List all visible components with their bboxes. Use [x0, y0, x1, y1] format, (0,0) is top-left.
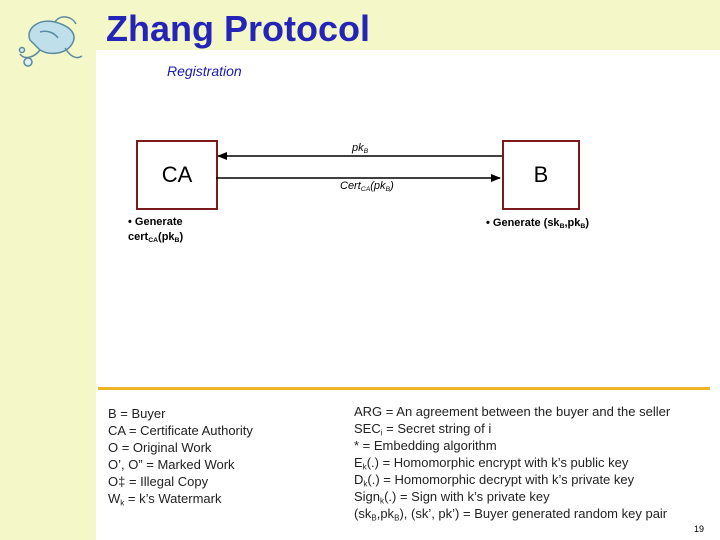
- ca-node: CA: [136, 140, 218, 210]
- legend-left-line: Wk = k’s Watermark: [108, 491, 222, 508]
- section-divider: [98, 387, 710, 390]
- ca-step-line1: • Generate: [128, 216, 183, 228]
- legend-right: ARG = An agreement between the buyer and…: [354, 403, 670, 522]
- legend-right-line: * = Embedding algorithm: [354, 438, 497, 453]
- legend-left-line: B = Buyer: [108, 406, 166, 421]
- legend-right-line: SECi = Secret string of i: [354, 421, 492, 438]
- buyer-node-label: B: [533, 162, 549, 187]
- legend-left-line: O‡ = Illegal Copy: [108, 474, 209, 489]
- pk-arrow-label: pkB: [352, 142, 369, 155]
- slide-title: Zhang Protocol: [106, 8, 370, 49]
- page-number: 19: [693, 524, 704, 534]
- legend-right-line: Ek(.) = Homomorphic encrypt with k’s pub…: [354, 455, 629, 472]
- legend-right-line: ARG = An agreement between the buyer and…: [354, 404, 671, 419]
- ca-node-label: CA: [161, 162, 193, 187]
- legend-right-line: Signk(.) = Sign with k’s private key: [354, 489, 550, 506]
- legend-right-line: (skB,pkB), (sk’, pk’) = Buyer generated …: [354, 506, 668, 523]
- legend-left-line: O’, O” = Marked Work: [108, 457, 235, 472]
- seal-logo-icon: [18, 16, 83, 67]
- ca-step-line2: certCA(pkB): [128, 231, 184, 244]
- legend-left: B = Buyer CA = Certificate Authority O =…: [108, 405, 253, 507]
- cert-arrow-label: CertCA(pkB): [340, 180, 394, 193]
- buyer-node: B: [502, 140, 580, 210]
- top-accent-band: [96, 0, 720, 50]
- legend-right-line: Dk(.) = Homomorphic decrypt with k’s pri…: [354, 472, 635, 489]
- left-accent-band: [0, 0, 96, 540]
- buyer-step-text: • Generate (skB,pkB): [486, 217, 589, 230]
- slide-subtitle: Registration: [167, 63, 242, 79]
- legend-left-line: O = Original Work: [108, 440, 212, 455]
- ca-step-text: • Generate certCA(pkB): [128, 215, 183, 245]
- legend-left-line: CA = Certificate Authority: [108, 423, 253, 438]
